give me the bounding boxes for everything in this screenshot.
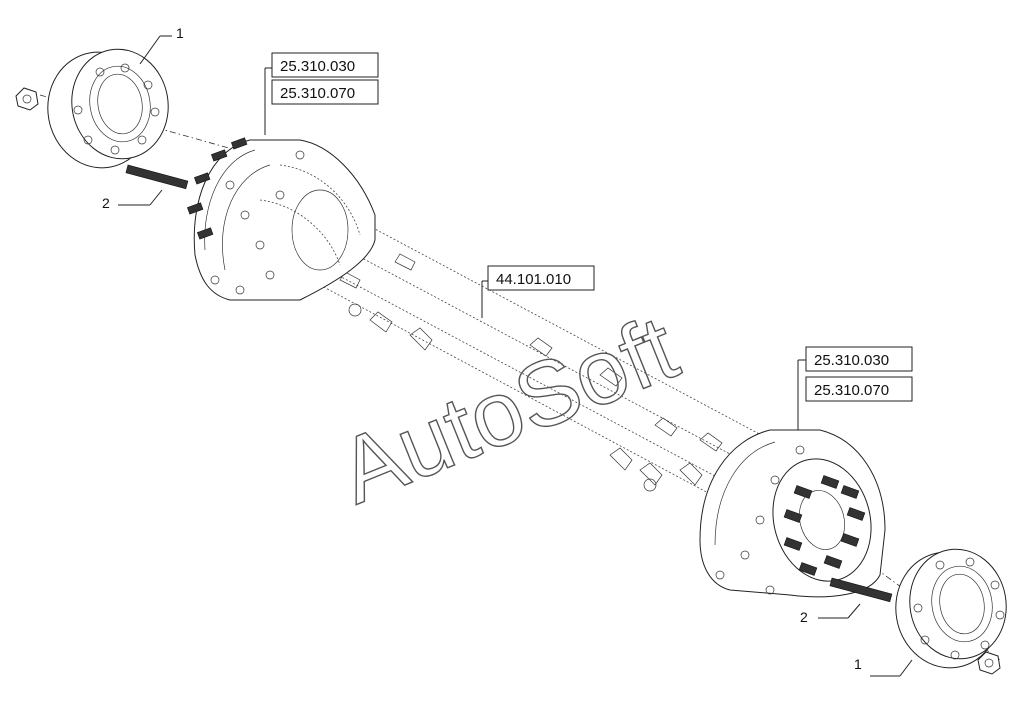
ref-center-beam-label: 44.101.010 [496, 271, 571, 288]
left-hub-housing [193, 139, 376, 301]
callout-left-stud: 2 [102, 195, 110, 211]
callout-right-brake-drum: 1 [854, 656, 862, 672]
watermark: AutoSoft [325, 296, 690, 523]
ref-center-beam: 44.101.010 [481, 265, 595, 318]
ref-left-hub-bottom: 25.310.070 [280, 85, 355, 102]
left-long-stud [118, 164, 189, 206]
left-wheel-nut [15, 87, 39, 111]
callout-right-stud: 2 [800, 609, 808, 625]
right-wheel-nut [977, 651, 1001, 675]
ref-right-hub: 25.310.030 25.310.070 [797, 346, 913, 430]
ref-left-hub: 25.310.030 25.310.070 [264, 52, 379, 135]
left-brake-drum [47, 35, 172, 169]
ref-right-hub-top: 25.310.030 [814, 352, 889, 369]
right-long-stud [818, 577, 893, 619]
ref-left-hub-top: 25.310.030 [280, 58, 355, 75]
left-hub-studs [187, 137, 248, 240]
right-brake-drum [870, 548, 1007, 677]
right-hub-studs [783, 475, 866, 576]
ref-right-hub-bottom: 25.310.070 [814, 382, 889, 399]
callout-left-brake-drum: 1 [176, 25, 184, 41]
